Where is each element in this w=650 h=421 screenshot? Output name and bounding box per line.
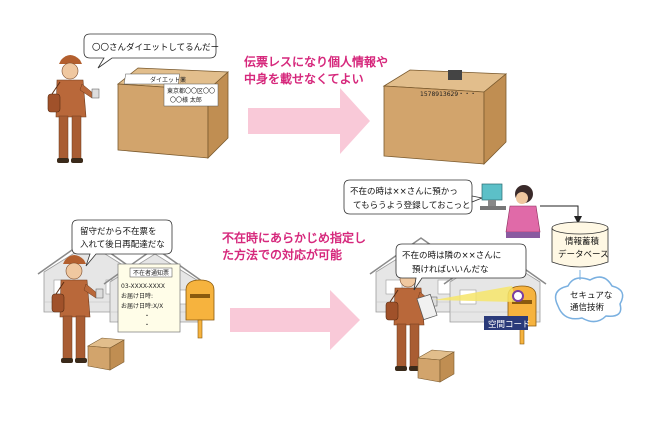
speech-bubble-bottom-left: 留守だから不在票を 入れて後日再配達だな — [71, 219, 173, 267]
cloud-label-line-2: 通信技術 — [570, 302, 605, 313]
caption-top-line-2: 中身を載せなくてよい — [244, 71, 364, 86]
spatial-code-label: 空間コード — [484, 316, 531, 330]
scan-beam — [434, 286, 516, 302]
secure-cloud: セキュアな 通信技術 — [554, 276, 624, 323]
database-cylinder: 情報蓄積 データベース — [551, 221, 609, 268]
database-label-line-2: データベース — [558, 249, 609, 260]
speech-bubble-top: 〇〇さんダイエットしてるんだー — [83, 33, 219, 69]
cloud-label-line-1: セキュアな — [570, 291, 612, 301]
speech-left-line-2: 入れて後日再配達だな — [80, 239, 165, 250]
notice-line-1: 03-XXXX-XXXX — [121, 283, 165, 290]
speech-right-line-2: 預ければいいんだな — [412, 264, 489, 275]
label-line-2: 〇〇様 太郎 — [170, 96, 202, 104]
tracking-code: 1578913629・・・ — [420, 91, 476, 98]
handheld-scanner — [416, 293, 438, 321]
caption-bottom-line-2: た方法での対応が可能 — [222, 247, 342, 262]
monitor-icon — [481, 183, 503, 201]
speech-text-top: 〇〇さんダイエットしてるんだー — [92, 42, 219, 53]
speech-bubble-register: 不在の時は××さんに預かっ てもらうよう登録しておこっと — [343, 179, 484, 215]
notice-title: 不在者通知票 — [133, 269, 169, 277]
qr-code-icon — [448, 70, 462, 80]
mailbox-left — [185, 279, 215, 339]
notice-line-3: お届け日時:X/X — [121, 302, 163, 310]
spatial-code-text: 空間コード — [488, 319, 531, 330]
courier-figure — [47, 54, 100, 164]
top-arrow — [248, 88, 370, 154]
parcel-small-left — [87, 337, 125, 371]
absence-notice-card: 不在者通知票 03-XXXX-XXXX お届け日時: お届け日時:X/X ・ ・ — [117, 263, 181, 333]
register-line-1: 不在の時は××さんに預かっ — [350, 186, 458, 197]
register-line-2: てもらうよう登録しておこっと — [353, 200, 470, 211]
database-label-line-1: 情報蓄積 — [565, 236, 600, 247]
label-line-1: 東京都〇〇区〇〇 — [167, 87, 215, 95]
user-at-computer — [480, 183, 541, 238]
speech-left-line-1: 留守だから不在票を — [80, 226, 157, 237]
notice-line-2: お届け日時: — [121, 292, 153, 300]
label-title: ダイエット薬 — [150, 76, 186, 84]
speech-bubble-bottom-right: 不在の時は隣の××さんに 預ければいいんだな — [395, 243, 527, 291]
speech-right-line-1: 不在の時は隣の××さんに — [402, 250, 501, 261]
bottom-arrow — [230, 290, 360, 350]
spatial-code-marker-icon — [512, 290, 524, 302]
parcel-small-right — [417, 349, 455, 383]
caption-top-line-1: 伝票レスになり個人情報や — [244, 54, 388, 69]
notice-line-4: ・ — [144, 313, 150, 320]
notice-line-5: ・ — [144, 322, 150, 329]
parcel-box-labeled: ダイエット薬 東京都〇〇区〇〇 〇〇様 太郎 — [116, 67, 229, 159]
parcel-box-codeonly: 1578913629・・・ — [382, 69, 508, 165]
caption-bottom-line-1: 不在時にあらかじめ指定し — [222, 230, 366, 245]
